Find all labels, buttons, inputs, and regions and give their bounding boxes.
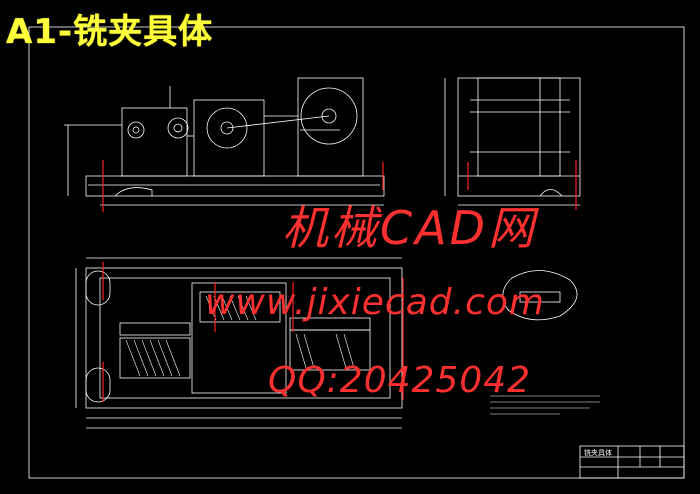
front-view [64, 77, 385, 206]
watermark-site-name: 机械CAD网 [282, 201, 538, 255]
technical-notes [490, 395, 600, 415]
title-block [579, 445, 685, 479]
watermark-qq: QQ:20425042 [268, 360, 532, 401]
side-view [444, 77, 581, 206]
top-view [75, 257, 403, 429]
watermark-url: www.jixiecad.com [205, 282, 545, 323]
centerlines [102, 160, 577, 402]
drawing-title: A1-铣夹具体 [6, 12, 214, 52]
drawing-border [28, 26, 685, 479]
detail-a [502, 270, 578, 321]
title-block-part-name: 铣夹具体 [584, 449, 612, 457]
